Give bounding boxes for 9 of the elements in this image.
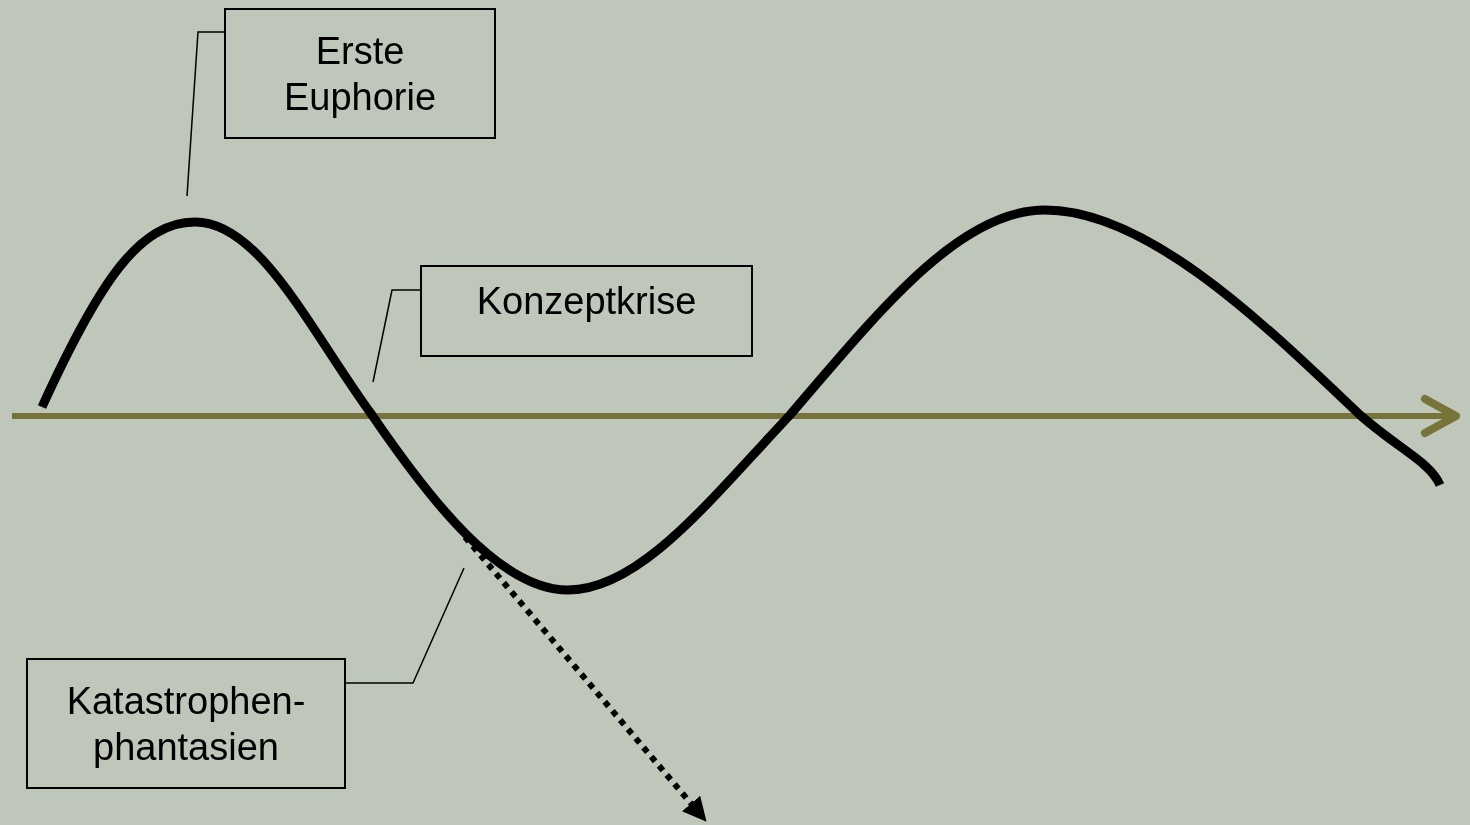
callout-box — [224, 8, 496, 139]
callout-box — [420, 265, 753, 357]
callout-box — [26, 658, 346, 789]
callout-text: Konzeptkrise — [476, 279, 697, 324]
callout-text: Katastrophen- phantasien — [65, 678, 307, 770]
leader-line — [186, 31, 225, 197]
callout-text: Erste Euphorie — [282, 28, 438, 120]
leader-line — [372, 289, 421, 383]
leader-line — [345, 567, 465, 684]
